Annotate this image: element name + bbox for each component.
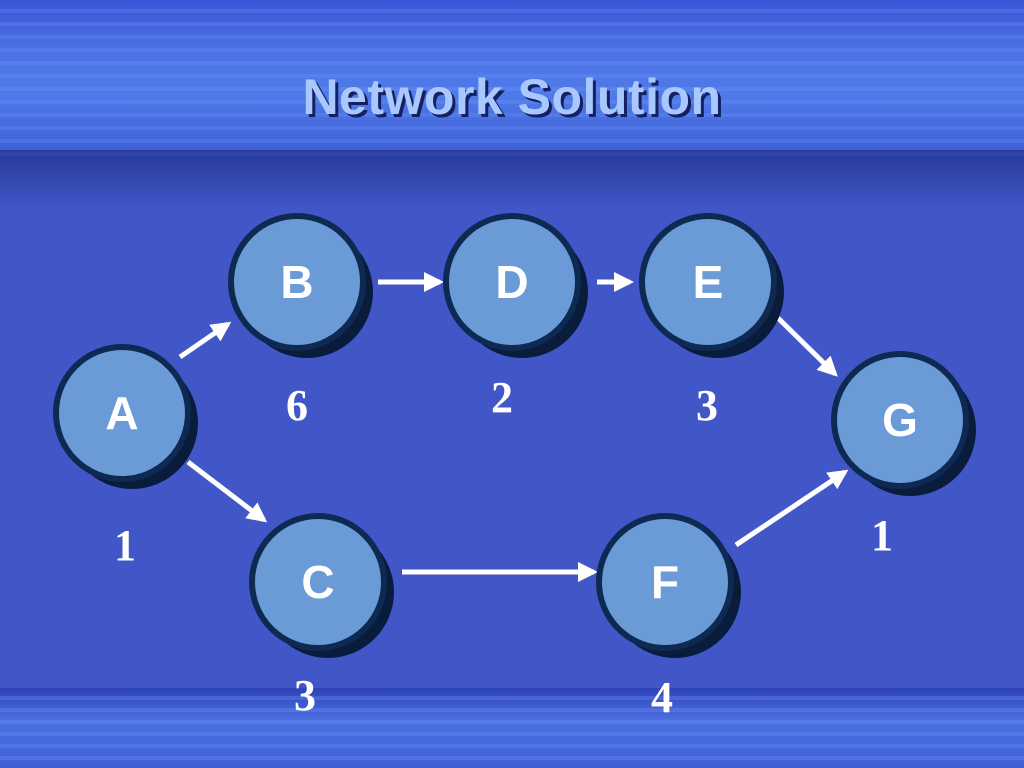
node-label-d: D — [495, 256, 528, 308]
duration-label-e: 3 — [696, 381, 718, 430]
edges-layer — [178, 272, 849, 582]
duration-label-f: 4 — [651, 673, 673, 722]
node-label-b: B — [280, 256, 313, 308]
node-g: G — [831, 351, 976, 496]
edge-a-b — [178, 321, 232, 360]
node-d: D — [443, 213, 588, 358]
node-circle — [249, 513, 387, 651]
node-circle — [831, 351, 969, 489]
node-circle — [639, 213, 777, 351]
node-f: F — [596, 513, 741, 658]
node-circle — [596, 513, 734, 651]
node-a: A — [53, 344, 198, 489]
duration-label-b: 6 — [286, 381, 308, 430]
node-c: C — [249, 513, 394, 658]
node-circle — [228, 213, 366, 351]
duration-label-d: 2 — [491, 373, 513, 422]
node-label-g: G — [882, 394, 918, 446]
node-circle — [53, 344, 191, 482]
edge-e-g — [776, 316, 838, 377]
edge-f-g — [734, 469, 849, 548]
edge-a-c — [186, 460, 268, 523]
durations-layer: 1 6 3 2 3 4 1 — [114, 373, 893, 722]
duration-label-a: 1 — [114, 521, 136, 570]
node-circle — [443, 213, 581, 351]
node-label-a: A — [105, 387, 138, 439]
slide-title: Network Solution — [302, 69, 722, 125]
duration-label-g: 1 — [871, 511, 893, 560]
nodes-layer: A B C D E F G — [53, 213, 976, 658]
node-label-f: F — [651, 556, 679, 608]
node-label-e: E — [693, 256, 724, 308]
node-label-c: C — [301, 556, 334, 608]
duration-label-c: 3 — [294, 671, 316, 720]
node-b: B — [228, 213, 373, 358]
node-e: E — [639, 213, 784, 358]
